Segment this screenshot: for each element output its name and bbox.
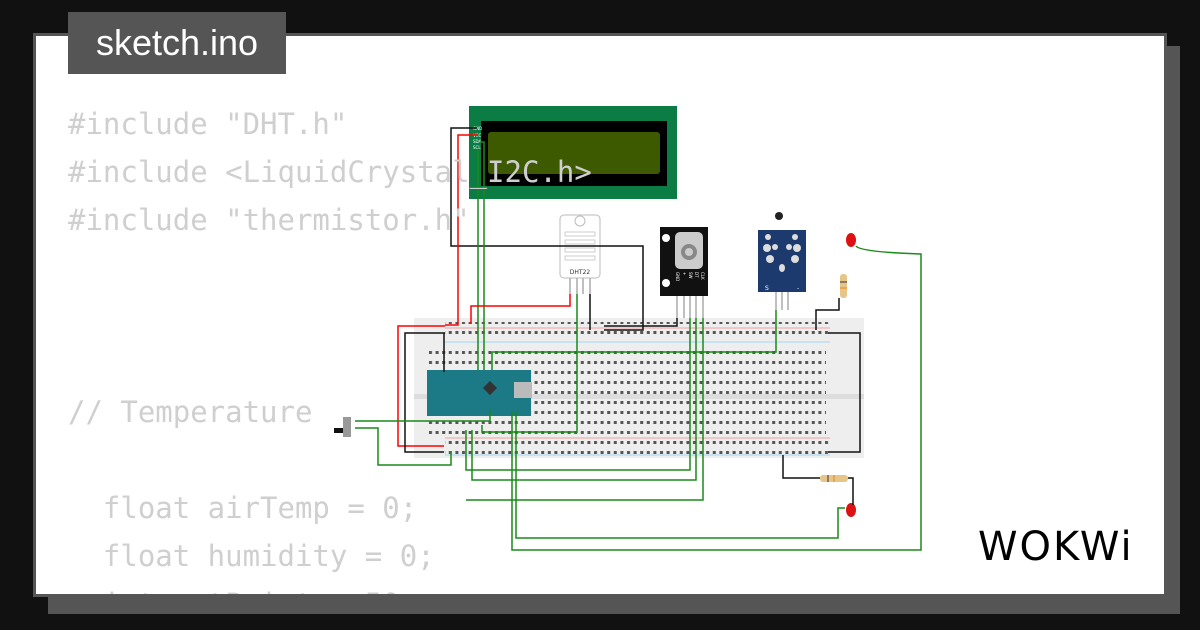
encoder-pin-label: GND — [675, 272, 680, 281]
dht-label: DHT22 — [570, 269, 591, 276]
encoder-pin-label: SW — [688, 272, 693, 279]
lcd-pin-label: GND — [473, 126, 482, 131]
rotary-encoder: GND + SW DT CLK — [660, 227, 708, 318]
sketch-filename-tab: sketch.ino — [68, 12, 286, 74]
thermistor-pin-label: - — [797, 285, 799, 292]
slide-switch — [334, 417, 351, 437]
resistor-top — [840, 274, 847, 298]
encoder-pin-label: DT — [694, 272, 699, 278]
resistor-bottom — [820, 475, 848, 482]
dht22-sensor: DHT22 — [559, 214, 601, 294]
lcd-pin-label: VCC — [473, 133, 482, 138]
led-bottom — [846, 503, 856, 517]
arduino-nano — [427, 370, 532, 416]
encoder-pin-label: CLK — [700, 272, 705, 280]
lcd-display: GND VCC SDA SCL — [469, 106, 677, 199]
lcd-pin-label: SDA — [473, 139, 482, 144]
wokwi-logo: WOKWi — [978, 524, 1134, 570]
lcd-pin-label: SCL — [473, 145, 481, 150]
wires — [355, 127, 922, 551]
led-top — [846, 233, 856, 247]
thermistor-module: S - — [758, 212, 806, 310]
encoder-pin-label: + — [682, 272, 687, 275]
thermistor-pin-label: S — [765, 285, 769, 292]
